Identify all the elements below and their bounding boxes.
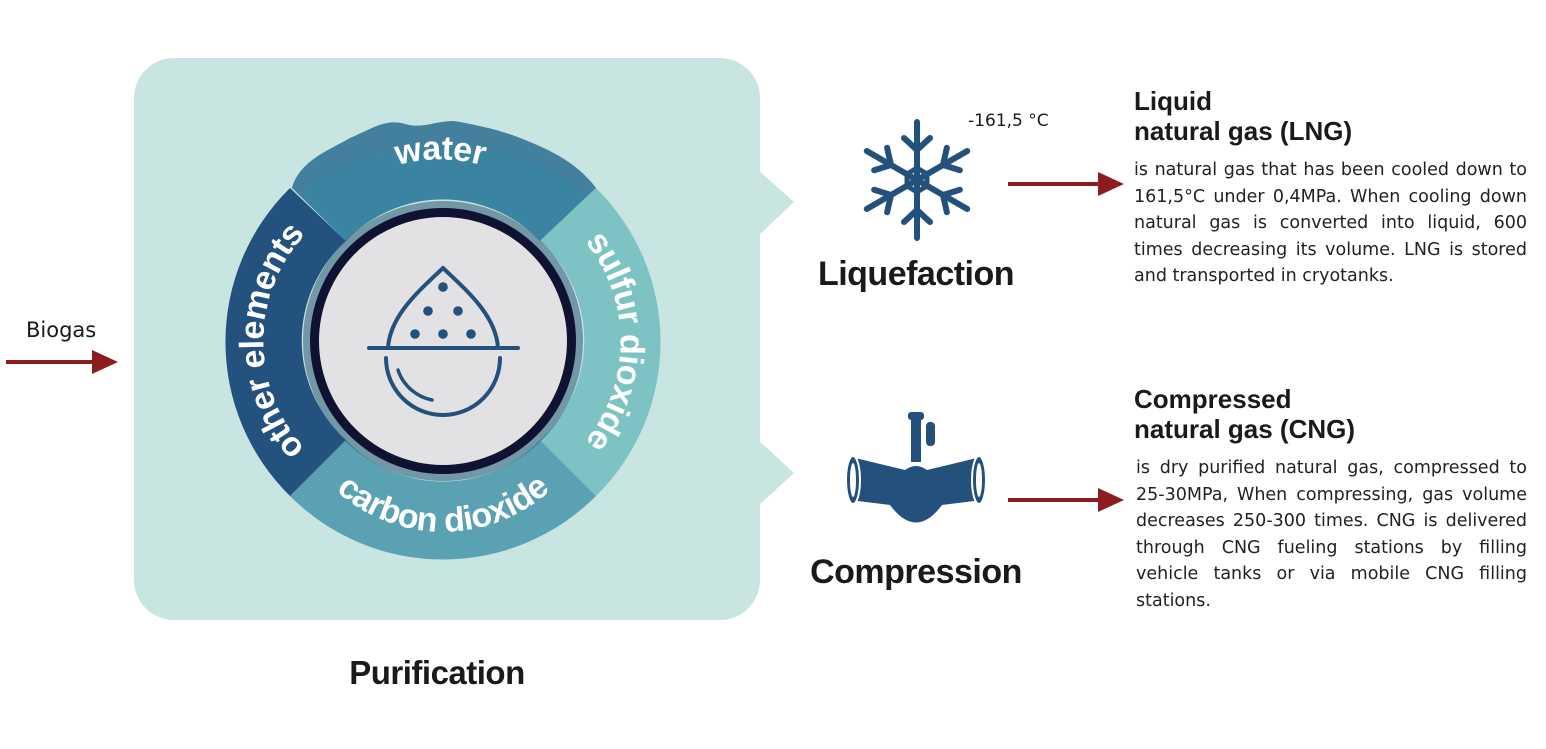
purification-title: Purification [349, 654, 525, 691]
filter-dots [410, 282, 476, 339]
pipe-valve-icon [845, 412, 987, 523]
compression-title: Compression [810, 553, 1022, 591]
sulfur-dioxide-segment [540, 188, 661, 496]
biogas-arrow [6, 350, 118, 374]
cng-heading-line-1: Compressed [1134, 384, 1292, 414]
lng-heading-line-1: Liquid [1134, 86, 1212, 116]
biogas-label: Biogas [26, 318, 96, 342]
lng-heading-line-2: natural gas (LNG) [1134, 116, 1353, 146]
carbon-dioxide-segment [290, 440, 596, 560]
cng-heading-line-2: natural gas (CNG) [1134, 414, 1356, 444]
snowflake-icon [858, 119, 975, 238]
other-elements-segment [225, 188, 346, 496]
temperature-label: -161,5 °C [968, 111, 1049, 131]
lng-description: is natural gas that has been cooled down… [1134, 160, 1527, 287]
water-drop-filter-icon [367, 266, 520, 417]
cng-arrow [1008, 488, 1124, 512]
lng-arrow [1008, 172, 1124, 196]
lng-heading: Liquid natural gas (LNG) [1134, 86, 1352, 146]
center-disc [319, 217, 567, 465]
cng-description: is dry purified natural gas, compressed … [1136, 458, 1527, 611]
liquefaction-title: Liquefaction [818, 255, 1014, 293]
cng-heading: Compressed natural gas (CNG) [1134, 384, 1355, 444]
purification-ring [225, 121, 661, 560]
